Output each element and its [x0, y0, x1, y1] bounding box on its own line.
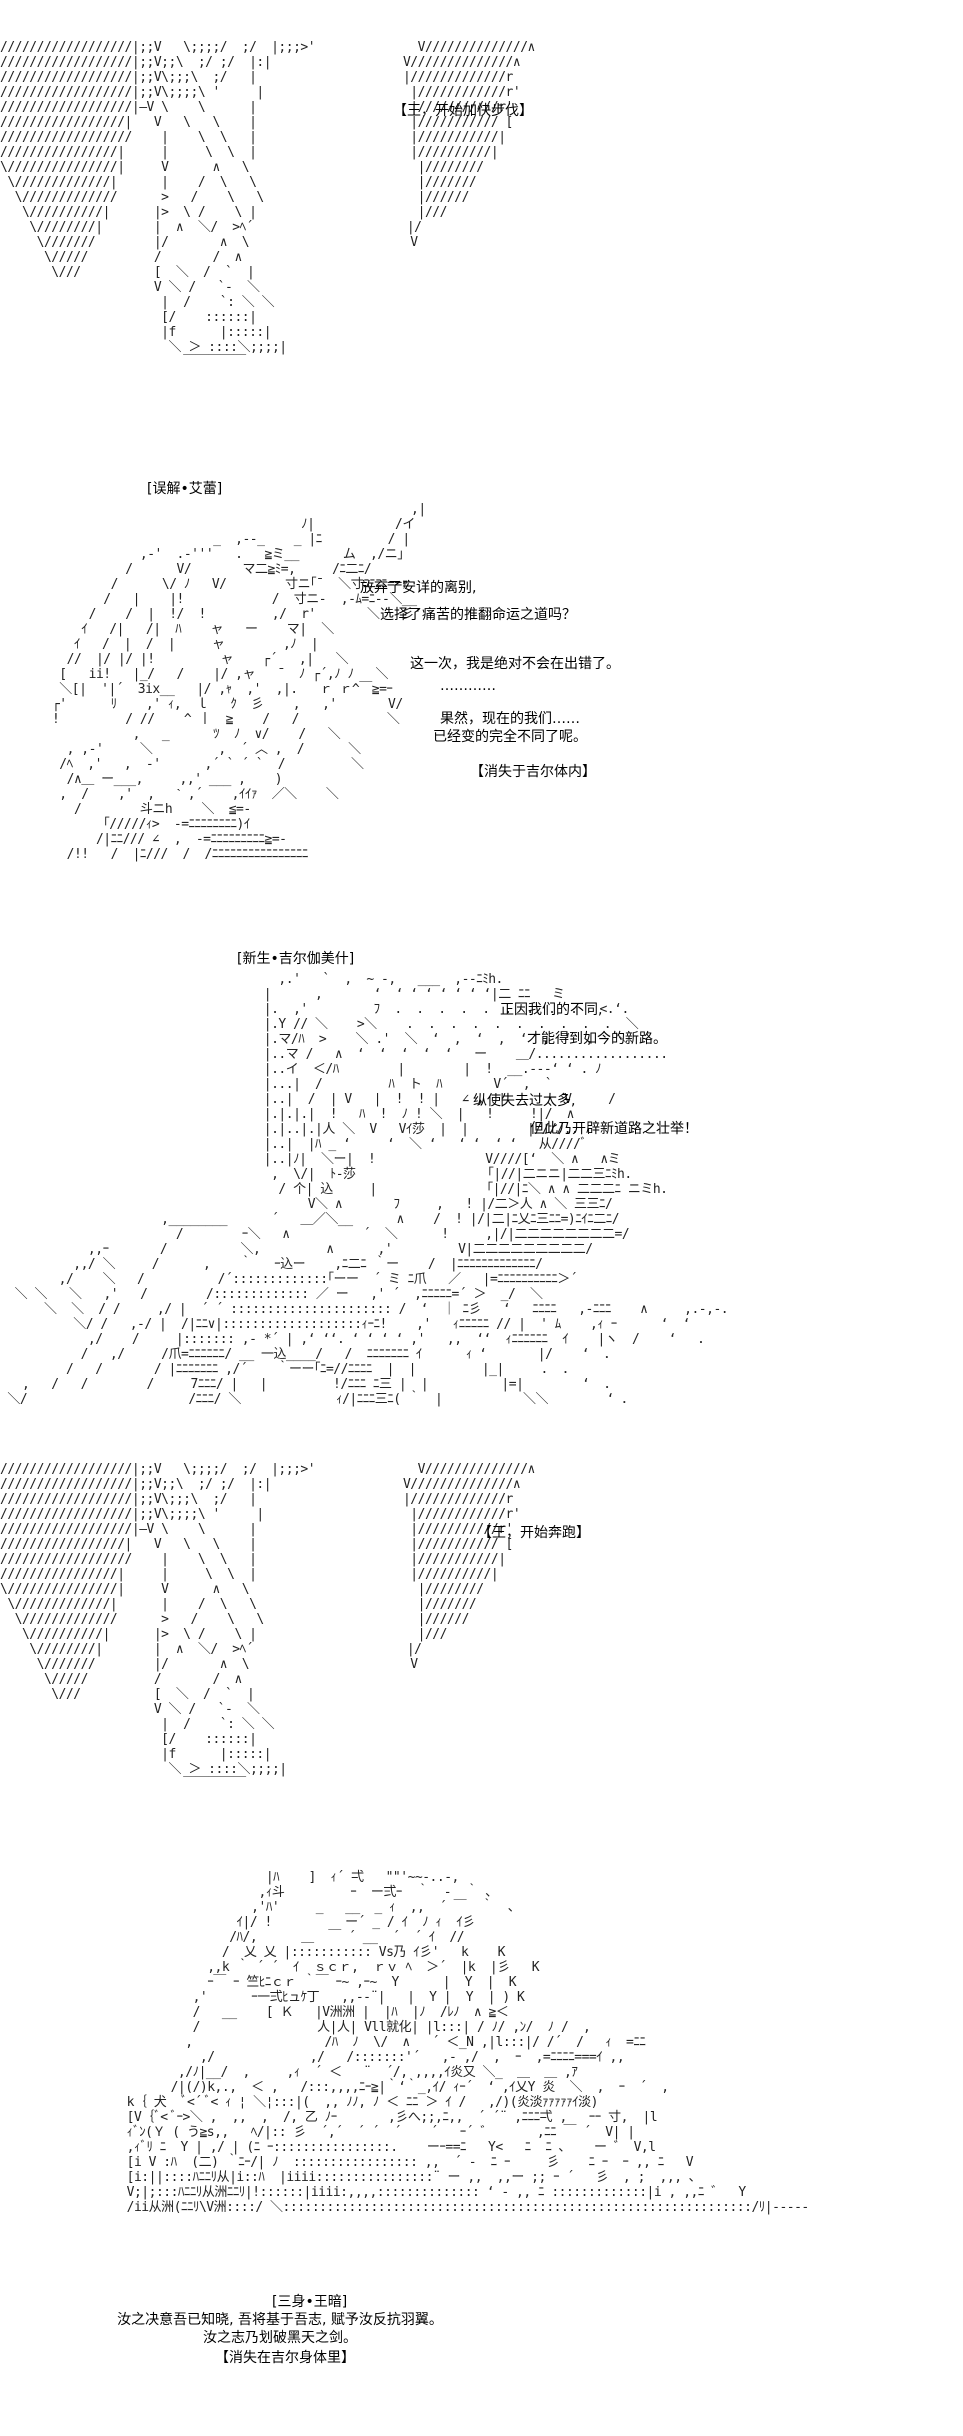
panel-2-line-1: 放弃了安详的离别, [360, 580, 477, 596]
panel-2-closing-text: 果然，现在的我们…… 已经变的完全不同了呢。 [420, 710, 600, 746]
panel-3-line-2: 才能得到如今的新路。 [527, 1031, 667, 1047]
panel-3-line-4: 但此乃开辟新道路之壮举！ [530, 1121, 698, 1137]
panel-5-speech: 汝之决意吾已知晓, 吾将基于吾志, 赋予汝反抗羽翼。 汝之志乃划破黑天之剑。 [110, 2311, 450, 2347]
ascii-art-figure-walking: //////////////////|;;V \;;;;/ ;/ |;;;>' … [0, 40, 535, 370]
panel-5-header: [三身•王暗] [272, 2294, 348, 2310]
panel-5-line-1: 汝之决意吾已知晓, 吾将基于吾志, 赋予汝反抗羽翼。 [117, 2312, 443, 2328]
panel-4-caption: 【王，开始奔跑】 [478, 1525, 590, 1541]
panel-5-line-2: 汝之志乃划破黑天之剑。 [203, 2330, 357, 2346]
panel-1-caption: 【王，开始加快步伐】 [393, 103, 533, 119]
ascii-art-figure-running: //////////////////|;;V \;;;;/ ;/ |;;;>' … [0, 1462, 535, 1792]
panel-5: |ﾊ ] ｨ´ 弌 ""'~~-..-, ,ｨ斗 ｰ ー弍ｰ ｀ - ｀ ､ ,… [0, 1870, 963, 2430]
ascii-art-enkidu-figure: ,| ﾉ| /イ _ ,--_ _ |ﾆ / | ,-' .-''' . ≧ミ_… [51, 502, 426, 862]
panel-3: [新生•吉尔伽美什] ,.' ` , ~ -, ___ ,--ﾆﾐh. | , … [0, 950, 963, 1407]
ascii-art-dark-king-figure: |ﾊ ] ｨ´ 弌 ""'~~-..-, ,ｨ斗 ｰ ー弍ｰ ｀ - ｀ ､ ,… [126, 1870, 810, 2215]
panel-3-header: [新生•吉尔伽美什] [237, 951, 355, 967]
panel-3-line-3: 纵使失去过太多, [473, 1093, 576, 1109]
ascii-art-gilgamesh-figure: ,.' ` , ~ -, ___ ,--ﾆﾐh. | , ‘ ‘ ‘ ‘ ‘ ‘… [7, 972, 729, 1407]
panel-2: [误解•艾蕾] ,| ﾉ| /イ _ ,--_ _ |ﾆ / | ,-' .-'… [0, 480, 963, 930]
panel-2-line-3: 这一次，我是绝对不会在出错了。 [410, 656, 620, 672]
panel-2-footer: 【消失于吉尔体内】 [470, 764, 596, 780]
panel-3-line-1: 正因我们的不同, [500, 1002, 603, 1018]
panel-1: //////////////////|;;V \;;;;/ ;/ |;;;>' … [0, 40, 963, 370]
panel-5-footer: 【消失在吉尔身体里】 [215, 2350, 355, 2366]
panel-2-header: [误解•艾蕾] [147, 481, 223, 497]
panel-2-line-2: 选择了痛苦的推翻命运之道吗？ [380, 607, 576, 623]
panel-2-line-4: ………… [440, 678, 496, 694]
panel-2-line-6: 已经变的完全不同了呢。 [433, 729, 587, 745]
panel-2-line-5: 果然，现在的我们…… [440, 711, 580, 727]
panel-4: //////////////////|;;V \;;;;/ ;/ |;;;>' … [0, 1462, 963, 1792]
